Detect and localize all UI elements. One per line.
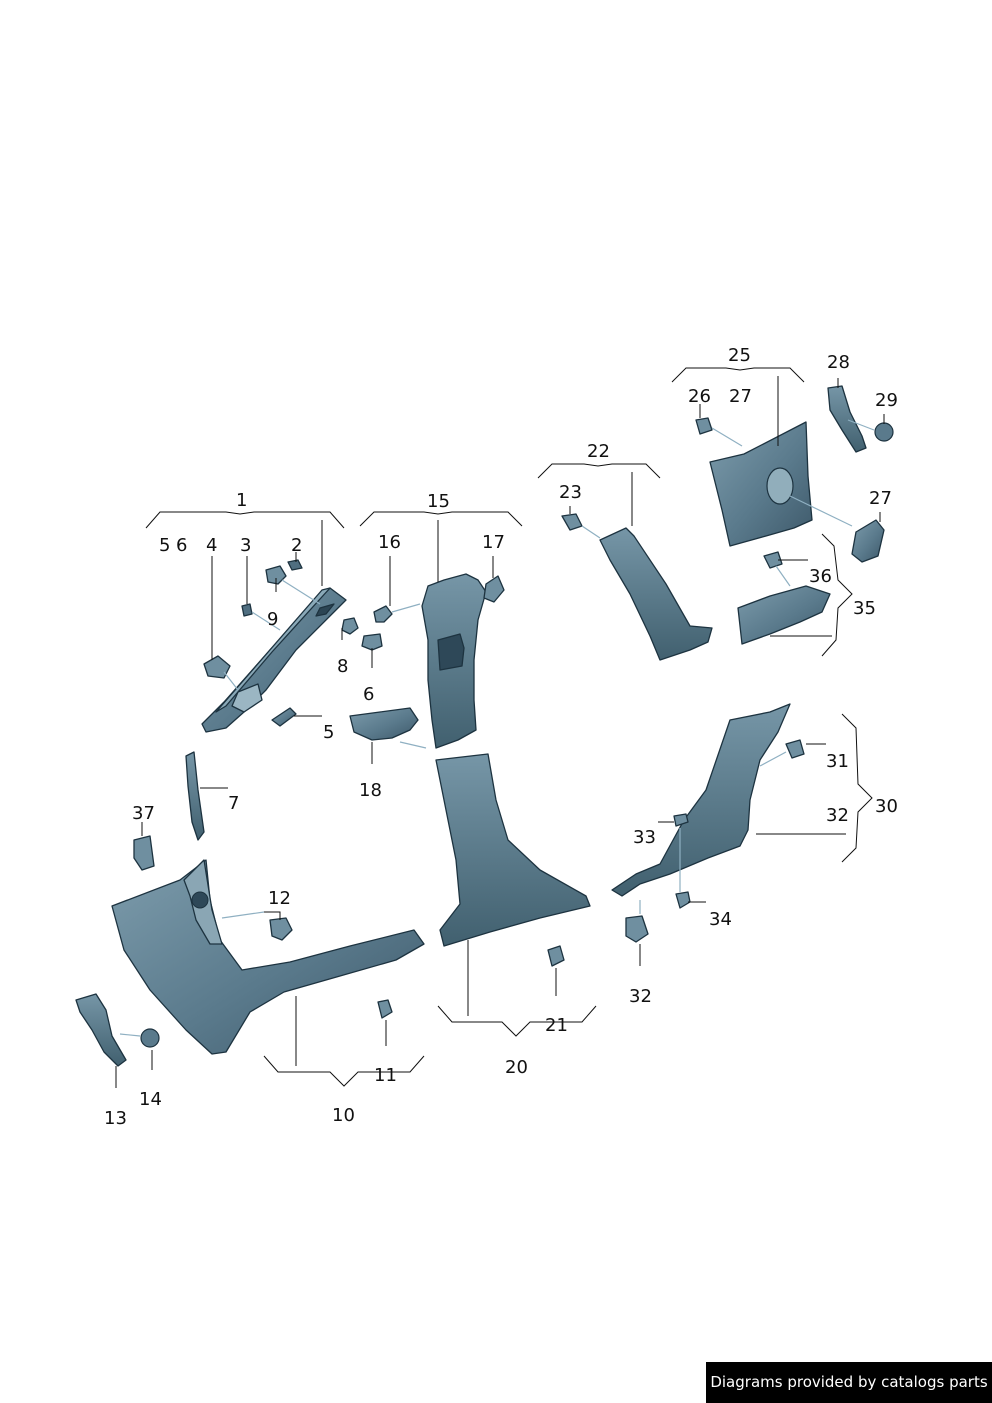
callout-9: 9 <box>267 609 278 630</box>
callout-11: 11 <box>374 1065 397 1086</box>
group-c-pillar <box>561 513 713 661</box>
callout-17: 17 <box>482 532 505 553</box>
callout-30: 30 <box>875 796 898 817</box>
part-clip-37[interactable] <box>133 835 155 871</box>
part-clip-36[interactable] <box>763 551 783 569</box>
group-a-pillar <box>185 559 383 841</box>
part-c-pillar-trim[interactable] <box>599 527 713 661</box>
callout-31: 31 <box>826 751 849 772</box>
callout-28: 28 <box>827 352 850 373</box>
part-lower-trim-35[interactable] <box>737 585 831 645</box>
callout-27: 27 <box>729 386 752 407</box>
callout-22: 22 <box>587 441 610 462</box>
callout-labels: 1 5 6 4 3 2 9 8 6 5 7 15 16 17 18 22 23 … <box>104 345 898 1129</box>
callout-27: 27 <box>869 488 892 509</box>
callout-20: 20 <box>505 1057 528 1078</box>
callout-12: 12 <box>268 888 291 909</box>
part-screw-33[interactable] <box>673 813 689 827</box>
callout-13: 13 <box>104 1108 127 1129</box>
callout-35: 35 <box>853 598 876 619</box>
callout-3: 3 <box>240 535 251 556</box>
part-a-pillar-slot <box>315 603 335 617</box>
group-b-pillar-upper <box>349 573 505 749</box>
callout-21: 21 <box>545 1015 568 1036</box>
callout-6: 6 <box>176 535 187 556</box>
part-clip-21[interactable] <box>547 945 565 967</box>
callout-16: 16 <box>378 532 401 553</box>
part-clip-17[interactable] <box>483 575 505 603</box>
part-pin-6[interactable] <box>361 633 383 651</box>
part-knob-29[interactable] <box>874 422 894 442</box>
part-quarter-upper-trim[interactable] <box>709 421 813 547</box>
callout-37: 37 <box>132 803 155 824</box>
part-b-pillar-lower-trim[interactable] <box>435 753 591 947</box>
part-knob-14[interactable] <box>140 1028 160 1048</box>
callout-25: 25 <box>728 345 751 366</box>
part-bracket-18[interactable] <box>349 707 419 741</box>
callout-23: 23 <box>559 482 582 503</box>
part-clip-3[interactable] <box>241 603 253 617</box>
callout-33: 33 <box>633 827 656 848</box>
callout-26: 26 <box>688 386 711 407</box>
part-clip-5[interactable] <box>271 707 297 727</box>
part-screw-16[interactable] <box>373 605 393 623</box>
callout-5: 5 <box>323 722 334 743</box>
group-quarter-upper <box>695 385 894 645</box>
leader-lines <box>115 367 885 1088</box>
callout-6: 6 <box>363 684 374 705</box>
callout-14: 14 <box>139 1089 162 1110</box>
callout-1: 1 <box>236 490 247 511</box>
part-clip-2[interactable] <box>287 559 303 571</box>
callout-15: 15 <box>427 491 450 512</box>
callout-18: 18 <box>359 780 382 801</box>
part-screw-12[interactable] <box>269 917 293 941</box>
part-strip-7[interactable] <box>185 751 205 841</box>
part-a-pillar-bracket <box>231 683 263 713</box>
part-bracket-28[interactable] <box>827 385 867 453</box>
callout-32: 32 <box>629 986 652 1007</box>
callout-2: 2 <box>291 535 302 556</box>
callout-36: 36 <box>809 566 832 587</box>
callout-4: 4 <box>206 535 217 556</box>
part-bracket-13[interactable] <box>75 993 127 1067</box>
callout-34: 34 <box>709 909 732 930</box>
callout-29: 29 <box>875 390 898 411</box>
part-clip-32[interactable] <box>625 915 649 943</box>
part-clip-31[interactable] <box>785 739 805 759</box>
part-quarter-lower-trim[interactable] <box>611 703 791 897</box>
part-clip-4[interactable] <box>203 655 231 679</box>
group-b-pillar-lower <box>435 753 591 967</box>
part-screw-34[interactable] <box>675 891 691 909</box>
part-screw-8[interactable] <box>341 617 359 635</box>
callout-5: 5 <box>159 535 170 556</box>
credit-banner: Diagrams provided by catalogs parts <box>706 1362 992 1403</box>
part-cap-27[interactable] <box>851 519 885 563</box>
group-quarter-lower <box>611 703 805 943</box>
part-front-sill-speaker <box>191 891 209 909</box>
part-clip-11[interactable] <box>377 999 393 1019</box>
callout-10: 10 <box>332 1105 355 1126</box>
group-front-sill <box>75 835 425 1067</box>
callout-8: 8 <box>337 656 348 677</box>
part-a-pillar-trim-edge <box>215 587 331 713</box>
callout-7: 7 <box>228 793 239 814</box>
callout-32: 32 <box>826 805 849 826</box>
part-clip-26[interactable] <box>695 417 713 435</box>
part-quarter-speaker-hole <box>766 467 794 505</box>
part-b-pillar-vent <box>437 633 465 671</box>
part-clip-23[interactable] <box>561 513 583 531</box>
